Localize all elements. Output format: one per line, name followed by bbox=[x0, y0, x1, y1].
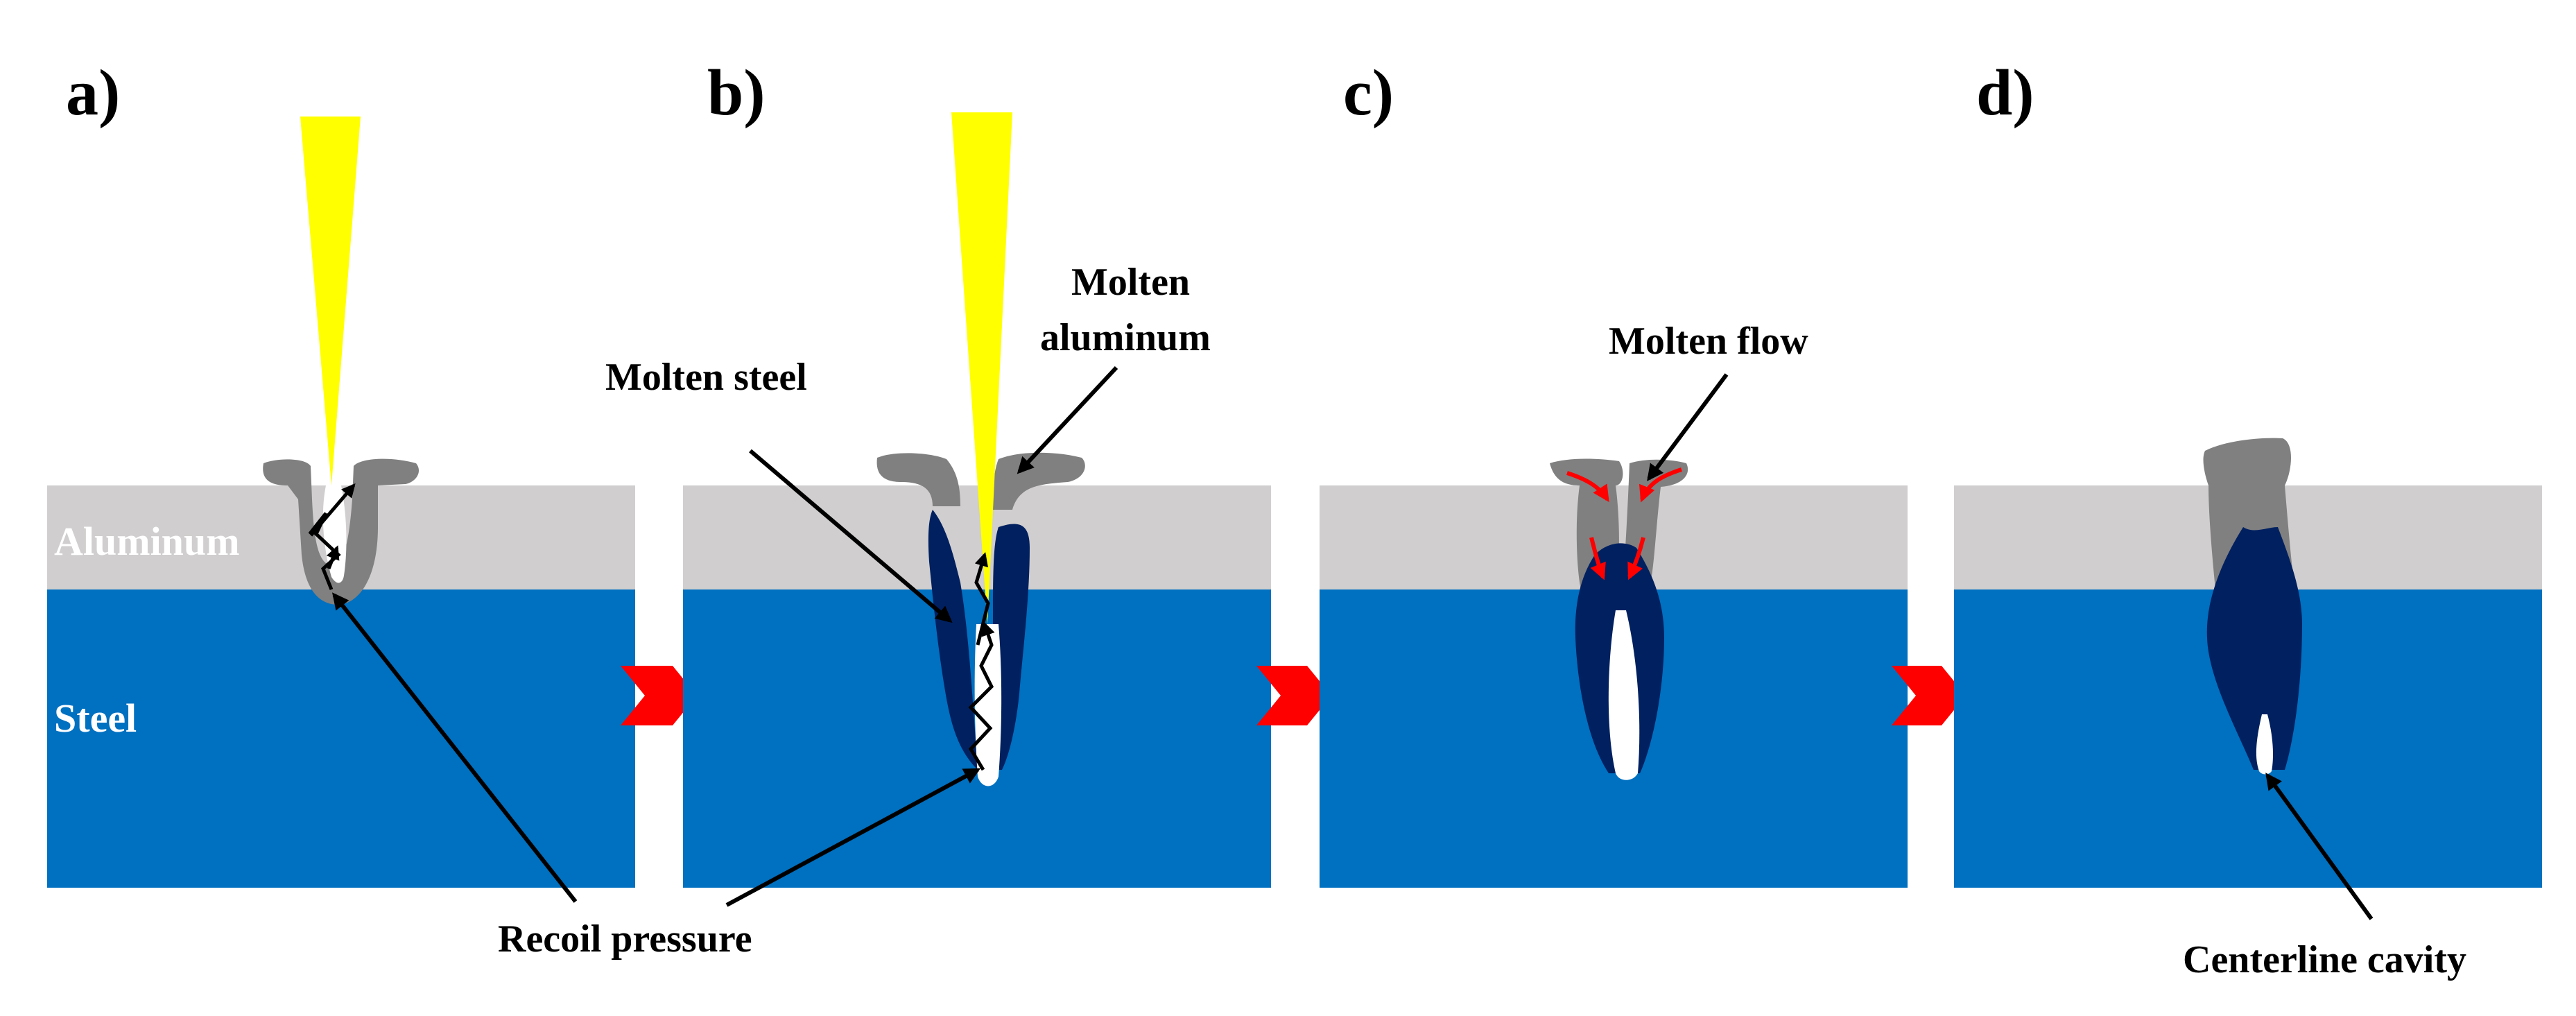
molten-aluminum-pool bbox=[263, 458, 420, 605]
molten-aluminum-label-line2: aluminum bbox=[1040, 316, 1211, 359]
recoil-pressure-arrows bbox=[308, 483, 356, 590]
molten-aluminum-pool bbox=[876, 453, 960, 506]
laser-beam bbox=[300, 117, 361, 485]
panel-label-c: c) bbox=[1343, 57, 1394, 129]
panel-label-d: d) bbox=[1976, 57, 2034, 129]
molten-aluminum-pool bbox=[993, 452, 1085, 510]
panel-b: b) bbox=[683, 57, 1271, 888]
molten-flow-arrow bbox=[1566, 471, 1609, 503]
molten-steel-pool bbox=[2206, 527, 2302, 770]
laser-beam bbox=[951, 112, 1012, 624]
panel-label-a: a) bbox=[66, 57, 120, 129]
molten-steel-label: Molten steel bbox=[605, 356, 807, 399]
panel-label-b: b) bbox=[707, 57, 766, 129]
centerline-cavity-label: Centerline cavity bbox=[2183, 938, 2466, 981]
process-arrow-3 bbox=[1892, 666, 1966, 725]
process-arrow-2 bbox=[1256, 666, 1331, 725]
recoil-pressure-arrow-2 bbox=[326, 545, 340, 569]
recoil-pressure-arrows bbox=[974, 552, 990, 646]
molten-flow-leader bbox=[1647, 373, 1729, 481]
molten-steel-pool bbox=[928, 510, 978, 770]
steel-layer-label: Steel bbox=[54, 696, 137, 741]
molten-flow-arrow bbox=[1589, 537, 1606, 580]
aluminum-layer bbox=[683, 485, 1271, 589]
molten-aluminum-label-line1: Molten bbox=[1071, 261, 1190, 304]
panel-c: c) bbox=[1320, 57, 1908, 888]
molten-aluminum-leader bbox=[1017, 365, 1118, 474]
centerline-cavity bbox=[2256, 714, 2273, 775]
molten-flow-arrow bbox=[1627, 537, 1645, 580]
recoil-pressure-leader-b bbox=[725, 768, 981, 907]
panel-a: a) Aluminum Steel bbox=[47, 57, 635, 888]
molten-flow-label: Molten flow bbox=[1609, 320, 1808, 363]
recoil-pressure-label: Recoil pressure bbox=[498, 918, 752, 961]
recoil-pressure-leader-a bbox=[332, 592, 578, 903]
panel-d: d) bbox=[1954, 57, 2542, 888]
steel-layer bbox=[47, 589, 635, 888]
aluminum-layer-label: Aluminum bbox=[54, 519, 240, 564]
process-arrow-1 bbox=[621, 666, 697, 725]
recoil-pressure-arrows bbox=[968, 621, 995, 771]
centerline-cavity-leader bbox=[2265, 773, 2374, 920]
molten-steel-leader bbox=[749, 449, 953, 623]
keyhole bbox=[1608, 610, 1640, 780]
